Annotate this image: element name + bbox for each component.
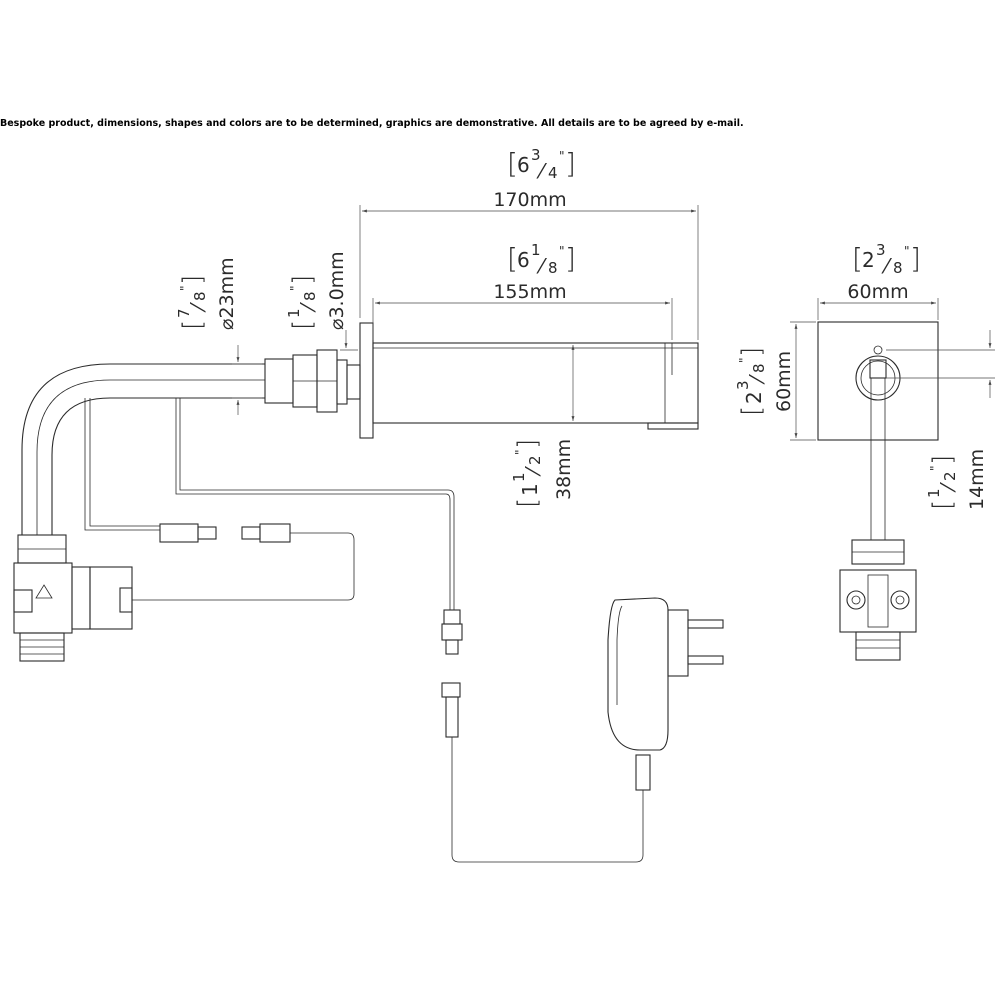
dim-spout-length-inch-mark: " bbox=[559, 244, 565, 258]
dim-spout-length-inch-whole: 6 bbox=[517, 248, 530, 272]
bracket-close: ] bbox=[513, 439, 543, 449]
dim-plate-height: 60mm [ 2 3 ⁄ 8 " ] bbox=[734, 347, 795, 416]
dim-plate-width-inch-mark: " bbox=[904, 244, 910, 258]
fraction-slash: ⁄ bbox=[536, 254, 547, 278]
fraction-slash: ⁄ bbox=[745, 374, 769, 385]
dim-spout-length-inch-num: 1 bbox=[531, 241, 541, 259]
dim-pipe-diameter: ⌀23mm [ 7 ⁄ 8 " ] bbox=[175, 257, 238, 330]
dim-pipe-diameter-mm: ⌀23mm bbox=[216, 257, 238, 330]
dim-pipe-diameter-inch-den: 8 bbox=[191, 291, 209, 301]
dim-plate-height-inch-whole: 2 bbox=[742, 391, 766, 404]
fraction-slash: ⁄ bbox=[881, 254, 892, 278]
fraction-slash: ⁄ bbox=[536, 159, 547, 183]
dim-plate-height-inch-den: 8 bbox=[750, 363, 768, 373]
dim-spout-height-inch-mark: " bbox=[513, 449, 527, 455]
dim-plate-width-mm: 60mm bbox=[847, 281, 908, 303]
dim-spout-length-inch-den: 8 bbox=[548, 259, 558, 277]
dim-spout-length: 155mm [ 6 1 ⁄ 8 " ] bbox=[493, 241, 576, 303]
solenoid-valve bbox=[13, 534, 133, 662]
dim-spout-height-inch-num: 1 bbox=[510, 472, 528, 482]
fraction-slash: ⁄ bbox=[521, 466, 545, 477]
dim-total-length-inch-den: 4 bbox=[548, 164, 558, 182]
dim-spout-height: 38mm [ 1 1 ⁄ 2 " ] bbox=[510, 439, 575, 508]
sensor-cables bbox=[84, 398, 463, 655]
dim-pipe-diameter-inch-num: 7 bbox=[175, 308, 193, 318]
dim-total-length-inch-mark: " bbox=[559, 149, 565, 163]
dim-spout-height-inch-den: 2 bbox=[526, 455, 544, 465]
bracket-open: [ bbox=[507, 147, 518, 180]
dim-spout-length-mm: 155mm bbox=[493, 281, 566, 303]
bracket-open: [ bbox=[507, 242, 518, 275]
dim-wall-thickness-inch-num: 1 bbox=[285, 308, 303, 318]
dim-outlet-offset-inch-mark: " bbox=[928, 465, 942, 471]
dim-wall-thickness: ⌀3.0mm [ 1 ⁄ 8 " ] bbox=[285, 251, 348, 330]
dim-plate-width-inch-den: 8 bbox=[893, 259, 903, 277]
dim-pipe-diameter-inch-mark: " bbox=[178, 285, 192, 291]
dim-plate-width-inch-num: 3 bbox=[876, 241, 886, 259]
dim-plate-height-inch-num: 3 bbox=[734, 380, 752, 390]
supply-pipe bbox=[21, 363, 265, 535]
dim-wall-thickness-mm: ⌀3.0mm bbox=[326, 251, 348, 330]
dim-outlet-offset-inch-den: 2 bbox=[941, 471, 959, 481]
dim-wall-thickness-inch-den: 8 bbox=[301, 291, 319, 301]
power-adapter bbox=[441, 597, 724, 863]
dim-spout-height-mm: 38mm bbox=[553, 439, 575, 500]
fraction-slash: ⁄ bbox=[186, 302, 210, 313]
plate-front-view bbox=[817, 321, 939, 661]
bracket-close: ] bbox=[288, 275, 318, 285]
dim-total-length-mm: 170mm bbox=[493, 189, 566, 211]
bracket-open: [ bbox=[852, 242, 863, 275]
disclaimer-text: Bespoke product, dimensions, shapes and … bbox=[0, 118, 744, 129]
bracket-close: ] bbox=[910, 242, 921, 275]
bracket-close: ] bbox=[565, 242, 576, 275]
fraction-slash: ⁄ bbox=[936, 482, 960, 493]
bracket-open: [ bbox=[737, 406, 767, 416]
dim-outlet-offset-inch-num: 1 bbox=[925, 488, 943, 498]
dim-spout-height-inch-whole: 1 bbox=[518, 483, 542, 496]
dim-plate-width: 60mm [ 2 3 ⁄ 8 " ] bbox=[847, 241, 921, 303]
dim-plate-height-mm: 60mm bbox=[773, 351, 795, 412]
bracket-close: ] bbox=[737, 347, 767, 357]
dimension-lines bbox=[232, 205, 995, 441]
spout-side-view bbox=[240, 322, 699, 439]
dim-total-length: 170mm [ 6 3 ⁄ 4 " ] bbox=[493, 146, 576, 211]
bracket-open: [ bbox=[178, 320, 208, 330]
bracket-close: ] bbox=[928, 455, 958, 465]
bracket-close: ] bbox=[565, 147, 576, 180]
bracket-open: [ bbox=[288, 320, 318, 330]
fraction-slash: ⁄ bbox=[296, 302, 320, 313]
bracket-close: ] bbox=[178, 275, 208, 285]
dim-total-length-inch-num: 3 bbox=[531, 146, 541, 164]
dim-plate-width-inch-whole: 2 bbox=[862, 248, 875, 272]
dim-plate-height-inch-mark: " bbox=[737, 357, 751, 363]
dim-outlet-offset: 14mm [ 1 ⁄ 2 " ] bbox=[925, 449, 988, 510]
dim-wall-thickness-inch-mark: " bbox=[288, 285, 302, 291]
bracket-open: [ bbox=[513, 498, 543, 508]
dim-total-length-inch-whole: 6 bbox=[517, 153, 530, 177]
bracket-open: [ bbox=[928, 500, 958, 510]
dim-outlet-offset-mm: 14mm bbox=[966, 449, 988, 510]
